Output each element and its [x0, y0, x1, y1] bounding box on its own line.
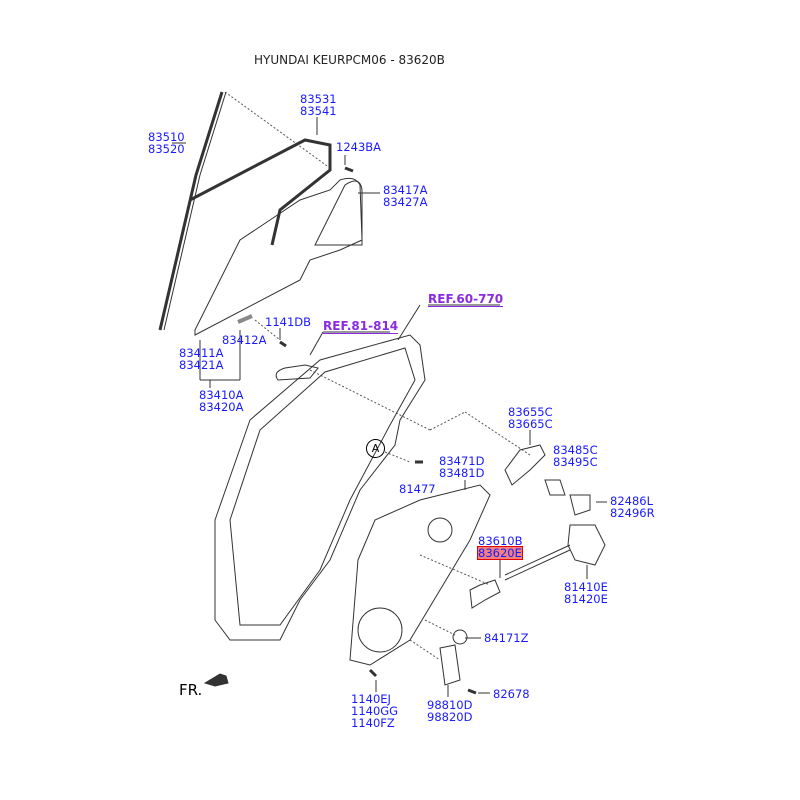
front-arrow-icon: [203, 673, 229, 687]
part-label-1243ba[interactable]: 1243BA: [336, 140, 382, 154]
diagram-title: HYUNDAI KEURPCM06 - 83620B: [254, 53, 445, 67]
callout-a: A: [366, 439, 385, 458]
part-label-81477[interactable]: 81477: [399, 482, 436, 496]
ref-link-60-770[interactable]: REF.60-770: [428, 292, 504, 307]
part-label-1141db[interactable]: 1141DB: [265, 315, 312, 329]
part-label-83412a[interactable]: 83412A: [222, 333, 267, 347]
highlighted-part-83620e[interactable]: 83620E: [476, 546, 524, 560]
ref-link-81-814[interactable]: REF.81-814: [323, 319, 399, 334]
front-direction-label: FR.: [179, 681, 203, 699]
part-label-82678[interactable]: 82678: [493, 687, 530, 701]
part-label-84171z[interactable]: 84171Z: [484, 631, 529, 645]
solid-leaders: [172, 117, 607, 697]
dashed-leaders: [224, 91, 531, 661]
